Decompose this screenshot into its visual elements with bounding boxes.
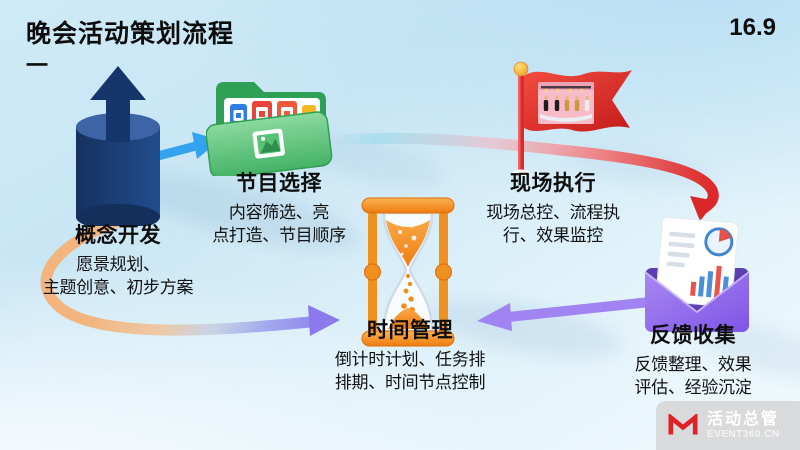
stage-desc-line: 倒计时计划、任务排: [334, 350, 486, 369]
bar-chart: [690, 265, 729, 299]
page-title: 晚会活动策划流程: [26, 20, 235, 48]
title-dash: 一: [26, 53, 49, 78]
stage-desc-line: 排期、时间节点控制: [334, 373, 486, 392]
stage-desc-line: 评估、经验沉淀: [634, 378, 752, 397]
report-document: [655, 216, 739, 308]
stage-desc-line: 愿景规划、: [76, 255, 160, 274]
stage-title-execution: 现场执行: [510, 172, 596, 195]
brand-name: 活动总管: [707, 410, 780, 428]
stage-desc-feedback: 反馈整理、效果 评估、经验沉淀: [603, 353, 783, 399]
arrowhead-blue: [192, 132, 220, 159]
m-ribbon-logo-icon: [668, 413, 698, 434]
stage-desc-line: 反馈整理、效果: [634, 355, 752, 374]
stage-desc-line: 主题创意、初步方案: [42, 278, 194, 297]
stage-desc-concept: 愿景规划、 主题创意、初步方案: [13, 253, 223, 299]
stage-desc-line: 现场总控、流程执: [486, 203, 620, 222]
stage-desc-time: 倒计时计划、任务排 排期、时间节点控制: [318, 348, 502, 394]
stage-title-program: 节目选择: [236, 172, 322, 195]
arrow-concept-to-program: [145, 141, 201, 163]
page-number: 16.9: [729, 14, 776, 41]
stage-title-feedback: 反馈收集: [650, 324, 736, 347]
stage-title-time: 时间管理: [367, 319, 453, 342]
stage-desc-program: 内容筛选、亮 点打造、节目顺序: [191, 201, 367, 247]
stage-desc-line: 点打造、节目顺序: [212, 226, 346, 245]
brand-domain: EVENT360.CN: [707, 428, 780, 440]
brand-logo: 活动总管 EVENT360.CN: [656, 401, 800, 450]
stage-desc-execution: 现场总控、流程执 行、效果监控: [463, 201, 643, 247]
performers: [543, 96, 590, 111]
stage-desc-line: 行、效果监控: [502, 226, 604, 245]
arrowhead-red: [690, 196, 716, 221]
stage-title-concept: 概念开发: [75, 224, 161, 247]
stage-desc-line: 内容筛选、亮: [228, 203, 330, 222]
